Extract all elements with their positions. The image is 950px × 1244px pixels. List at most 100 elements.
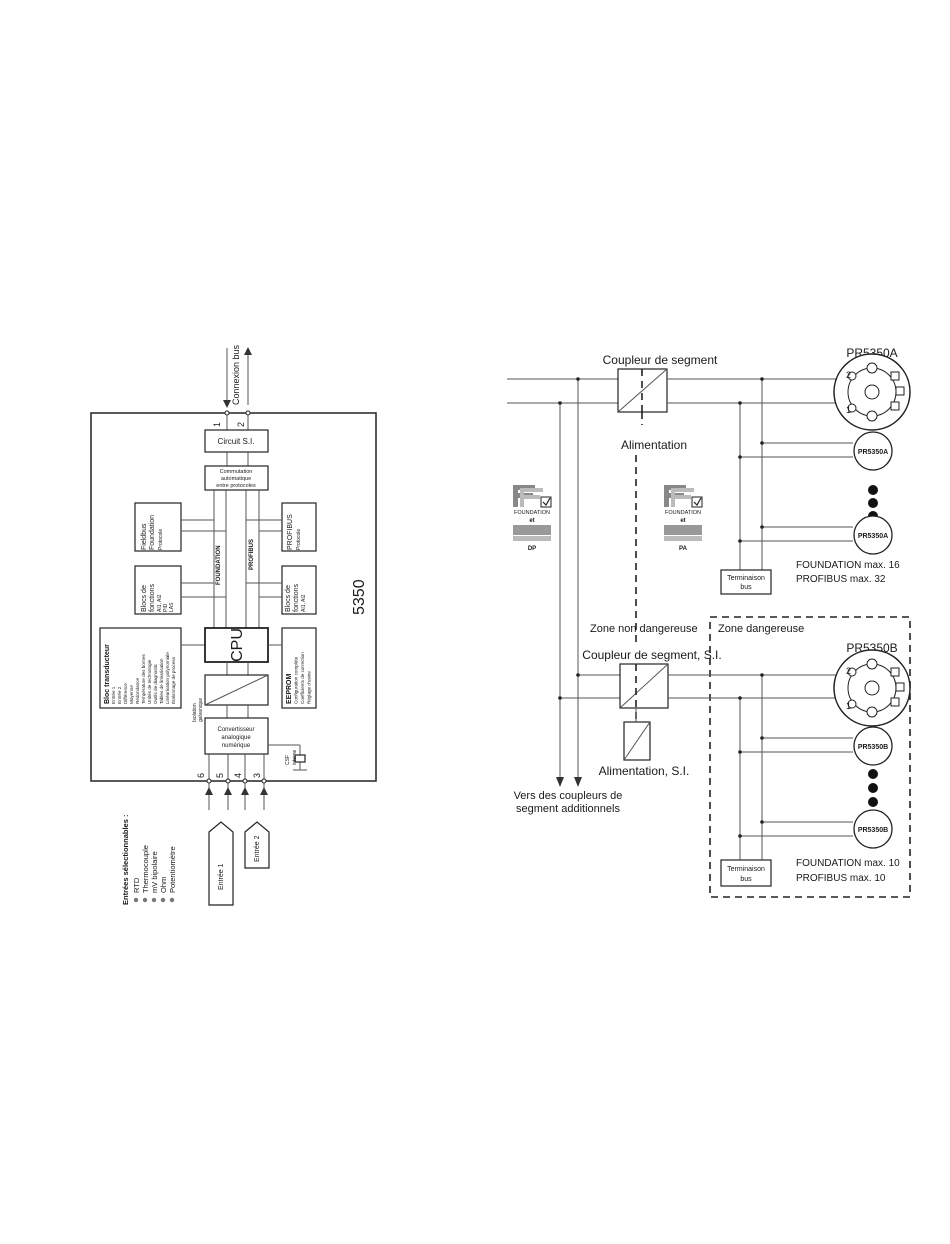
device-b-label-2: PR5350B	[858, 827, 888, 834]
ff-function-blocks-box	[134, 565, 182, 615]
head-a-terminal-1: 1	[846, 405, 851, 415]
coupleur-si-label: Coupleur de segment, S.I.	[582, 648, 721, 662]
blocs-ff-l1: Blocs de	[141, 585, 148, 612]
profibus-protocol-box	[281, 502, 317, 552]
csf-l2: interne	[292, 749, 298, 765]
transducer-line-0: Bloc transducteur	[104, 644, 111, 704]
bus-arrow-2	[244, 347, 252, 355]
pb-function-blocks-box	[281, 565, 317, 615]
functional-block-diagram: Connexion bus 1 2 Circuit S.I. Commutati…	[90, 344, 377, 906]
transducer-block-box	[99, 627, 182, 709]
terminaison-a-box	[720, 569, 772, 595]
hazardous-zone-boundary	[709, 616, 911, 898]
blocs-ff-l3: AI1, AI2	[157, 594, 163, 612]
zone-non-dangereuse: Zone non dangereuse	[590, 623, 698, 635]
terminaison-b-box	[720, 859, 772, 887]
blocs-ff-l5: LAS	[169, 602, 175, 612]
transducer-line-1: Entrée 1	[111, 686, 116, 704]
head-a-terminal-2: 2	[846, 370, 851, 380]
input-bullet-3	[160, 897, 166, 903]
logo-foundation-pa: FOUNDATION	[665, 510, 701, 516]
csf-l1: CSF	[285, 755, 291, 765]
commutation-l1: Commutation	[220, 469, 253, 475]
logo-dp: DP	[528, 546, 536, 552]
converter-l2: analogique	[221, 735, 251, 741]
terminal-5: 5	[215, 773, 225, 778]
terminal-2-label: 2	[236, 422, 246, 427]
eeprom-line-2: Coefficients de correction	[300, 652, 305, 704]
foundation-bus-label: FOUNDATION	[216, 545, 222, 585]
terminaison-b-l2: bus	[740, 876, 752, 883]
ff-max-b: FOUNDATION max. 10	[796, 858, 900, 869]
commutation-l2: automatique	[221, 476, 251, 482]
profibus-l1: PROFIBUS	[287, 514, 294, 550]
transmitter-housing	[90, 412, 377, 782]
fieldbus-l1: Fieldbus	[141, 523, 148, 550]
blocs-pb-l1: Blocs de	[285, 585, 292, 612]
fieldbus-l2: Foundation	[149, 515, 156, 550]
terminaison-a-l2: bus	[740, 584, 752, 591]
fieldbus-foundation-box	[134, 502, 182, 552]
transducer-line-9: Tables de linéarisation	[159, 658, 164, 704]
terminal-1-label: 1	[212, 422, 222, 427]
foundation-dp-logo: FOUNDATION et DP	[513, 485, 552, 552]
logo-et-dp: et	[529, 518, 534, 524]
input-type-0: RTD	[132, 877, 141, 893]
csf-box	[294, 754, 306, 763]
transducer-line-11: Étalonnage de process	[170, 656, 176, 704]
logo-et-pa: et	[680, 518, 685, 524]
blocs-ff-l4: PID	[163, 603, 169, 612]
transducer-line-3: Différence	[123, 683, 128, 704]
terminal-1-dot	[224, 410, 230, 416]
head-b-terminal-2: 2	[846, 666, 851, 676]
entree-2-arrow	[244, 821, 270, 869]
isolation-l1: Isolation	[192, 703, 198, 722]
transducer-line-2: Entrée 2	[117, 686, 122, 704]
eeprom-line-3: Réglage d'usine	[307, 671, 312, 704]
pr5350b-head: 2 1	[833, 649, 911, 727]
device-a-node-2	[853, 515, 893, 555]
input-type-1: Thermocouple	[141, 845, 150, 893]
device-b-node-2	[853, 809, 893, 849]
ff-max-a: FOUNDATION max. 16	[796, 560, 900, 571]
blocs-pb-l2: fonctions	[293, 583, 300, 612]
commutation-l3: entre protocoles	[216, 483, 256, 489]
transducer-line-8: Outils de diagnostic	[153, 663, 158, 704]
input-bullet-2	[151, 897, 157, 903]
fieldbus-l3: Protocole	[158, 529, 164, 550]
transducer-line-6: Température des bornes	[141, 654, 146, 704]
device-b-node-1	[853, 726, 893, 766]
pb-max-a: PROFIBUS max. 32	[796, 574, 886, 585]
isolation-l2: galvanique	[198, 698, 204, 722]
device-b-label-1: PR5350B	[858, 744, 888, 751]
eeprom-line-1: Configuration complète	[294, 656, 299, 704]
input-type-4: Potentiomètre	[168, 846, 177, 893]
terminal-6: 6	[196, 773, 206, 778]
input-bullet-1	[142, 897, 148, 903]
connexion-bus-label: Connexion bus	[231, 344, 241, 405]
blocs-ff-l2: fonctions	[149, 583, 156, 612]
foundation-pa-logo: FOUNDATION et PA	[664, 485, 703, 552]
profibus-l2: Protocole	[296, 529, 302, 550]
model-number: 5350	[351, 579, 368, 615]
entree-1-label: Entrée 1	[218, 863, 225, 890]
device-a-label-2: PR5350A	[858, 533, 888, 540]
device-a-label-1: PR5350A	[858, 449, 888, 456]
transducer-line-10: Linéarisation polynomiale	[165, 652, 170, 704]
input-type-3: Ohm	[159, 877, 168, 893]
entree-1-arrow	[208, 821, 234, 906]
alimentation-label: Alimentation	[621, 438, 687, 452]
terminaison-b-l1: Terminaison	[727, 866, 765, 873]
logo-pa: PA	[679, 546, 688, 552]
coupleur-label: Coupleur de segment	[603, 353, 718, 367]
input-type-2: mV bipolaire	[150, 851, 159, 893]
terminaison-a-l1: Terminaison	[727, 575, 765, 582]
terminal-2-dot	[245, 410, 251, 416]
vers-l1: Vers des coupleurs de	[514, 790, 623, 802]
circuit-si-box	[204, 429, 269, 453]
transducer-line-5: Redondance	[135, 678, 140, 704]
converter-l1: Convertisseur	[217, 727, 254, 733]
